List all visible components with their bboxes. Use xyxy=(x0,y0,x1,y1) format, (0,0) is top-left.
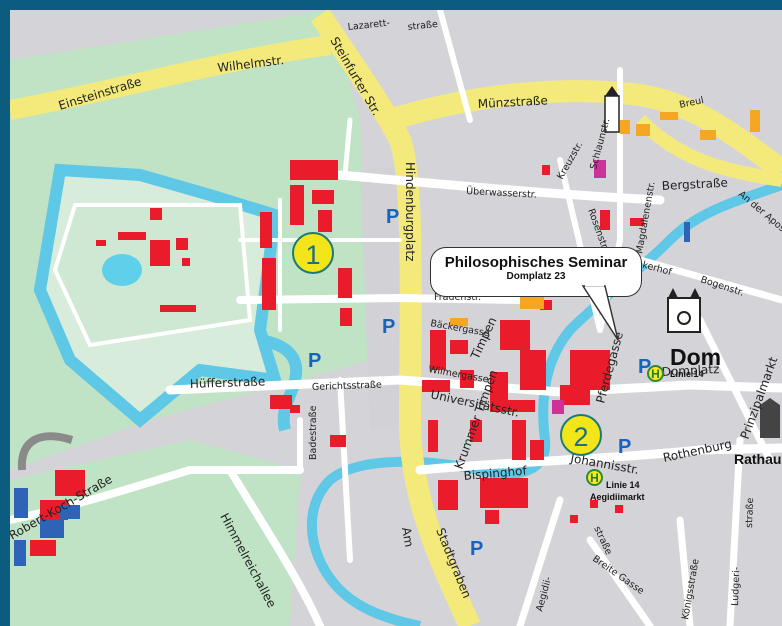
townhall-icon xyxy=(760,398,780,438)
bus-stop-line: Linie 14 xyxy=(670,369,704,379)
label-ueberwasser: Überwasserstr. xyxy=(466,186,537,201)
magenta-building xyxy=(594,160,606,178)
river-aa xyxy=(306,180,782,626)
label-hindenburgplatz: Hindenburgplatz xyxy=(403,162,417,261)
bus-stop-line: Linie 14 xyxy=(606,480,640,490)
bus-stop-icon[interactable]: H xyxy=(586,469,603,486)
label-domplatz: Domplatz xyxy=(661,362,719,379)
label-lazarett1: Lazarett- xyxy=(347,18,390,33)
callout-pointer xyxy=(581,283,619,341)
university-buildings xyxy=(30,160,644,556)
bus-stop-name: Aegidiimarkt xyxy=(590,492,645,502)
map-canvas: Einsteinstraße Wilhelmstr. Lazarett- str… xyxy=(10,10,782,626)
label-breul: Breul xyxy=(678,95,704,111)
city-map[interactable]: Einsteinstraße Wilhelmstr. Lazarett- str… xyxy=(10,10,782,626)
bus-stop-icon[interactable]: H xyxy=(647,365,664,382)
parking-icon: P xyxy=(308,350,322,372)
label-ludgeri-str: straße xyxy=(744,497,756,528)
label-dom: Dom xyxy=(670,344,722,370)
label-rathaus: Rathaus xyxy=(734,451,782,467)
parking-icon: P xyxy=(382,316,396,338)
parking-icon: P xyxy=(386,206,400,228)
label-am: Am xyxy=(399,526,416,548)
label-badestrasse: Badestraße xyxy=(308,405,319,460)
label-lazarett2: straße xyxy=(407,19,438,33)
callout-title: Philosophisches Seminar xyxy=(444,254,628,271)
seminar-callout[interactable]: Philosophisches Seminar Domplatz 23 xyxy=(430,247,642,297)
location-marker-1[interactable]: 1 xyxy=(292,232,334,274)
label-bergstrasse: Bergstraße xyxy=(661,176,728,193)
blue-buildings xyxy=(14,222,690,566)
pond xyxy=(102,254,142,286)
label-frauenstr: Frauenstr. xyxy=(434,292,481,303)
einsteinstrasse xyxy=(10,35,332,120)
parking-icon: P xyxy=(618,436,632,458)
label-gerichtsstrasse: Gerichtsstraße xyxy=(312,380,382,393)
cathedral-icon xyxy=(667,288,701,333)
label-muenzstrasse: Münzstraße xyxy=(477,93,548,111)
muenzstrasse xyxy=(386,80,782,179)
callout-address: Domplatz 23 xyxy=(506,271,566,282)
label-ludgeri: Ludgeri- xyxy=(730,567,742,606)
ring-road xyxy=(310,10,481,626)
label-hufferstrasse: Hüfferstraße xyxy=(190,374,266,391)
location-marker-2[interactable]: 2 xyxy=(560,414,602,456)
street-network xyxy=(10,10,782,626)
parking-icon: P xyxy=(470,538,484,560)
label-bispinghof: Bispinghof xyxy=(463,463,528,483)
